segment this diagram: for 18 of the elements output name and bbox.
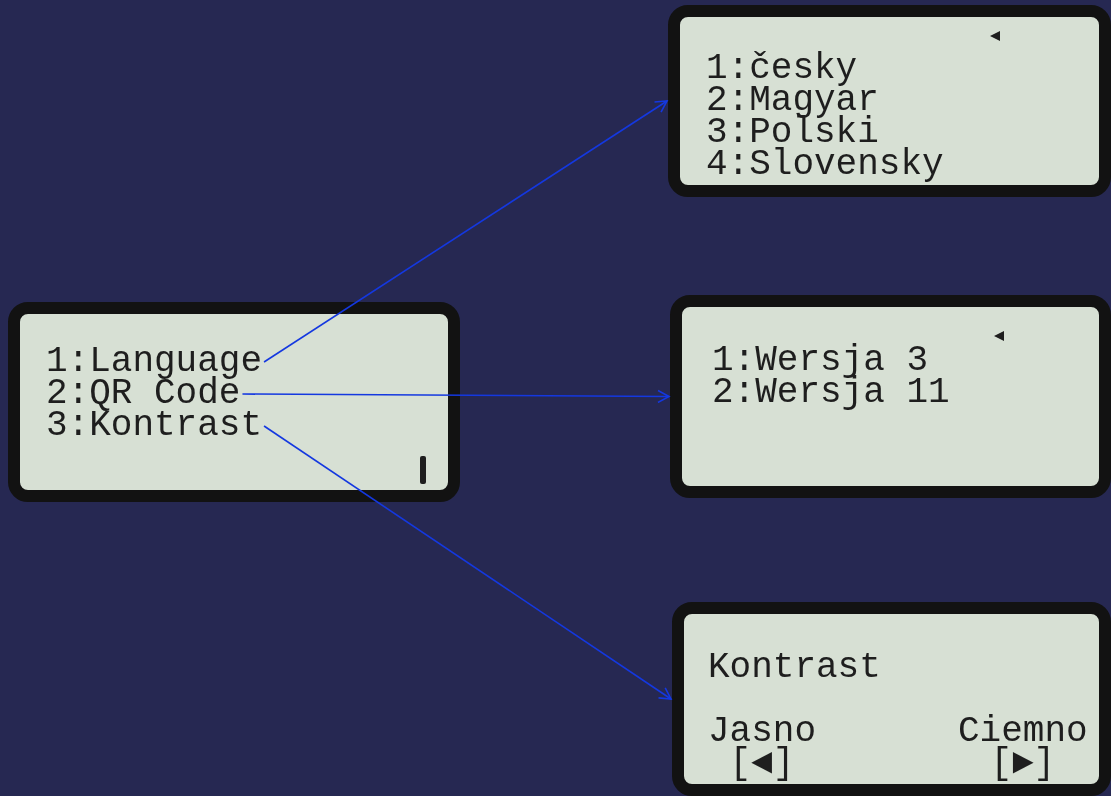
arrow: [263, 425, 672, 700]
menu-item: 4:Slovensky: [706, 149, 944, 181]
menu-item: 3:Kontrast: [46, 410, 263, 442]
menu-item: 1:česky: [706, 53, 858, 85]
menu-item: 2:Magyar: [706, 85, 879, 117]
menu-item: 1:Wersja 3: [712, 345, 929, 377]
lcd-screen: [668, 5, 1111, 197]
menu-item: 1:Language: [46, 346, 263, 378]
lcd-screen: [670, 295, 1111, 498]
lcd-screen: [8, 302, 460, 502]
lcd-screen: [672, 602, 1111, 796]
option-text: Jasno [◄]: [708, 716, 816, 780]
option-text: Ciemno [►]: [958, 716, 1088, 780]
screen-title: Kontrast: [708, 652, 881, 684]
arrow: [263, 100, 668, 363]
arrow: [241, 389, 670, 404]
menu-item: 2:Wersja 11: [712, 377, 950, 409]
menu-item: 2:QR Code: [46, 378, 241, 410]
